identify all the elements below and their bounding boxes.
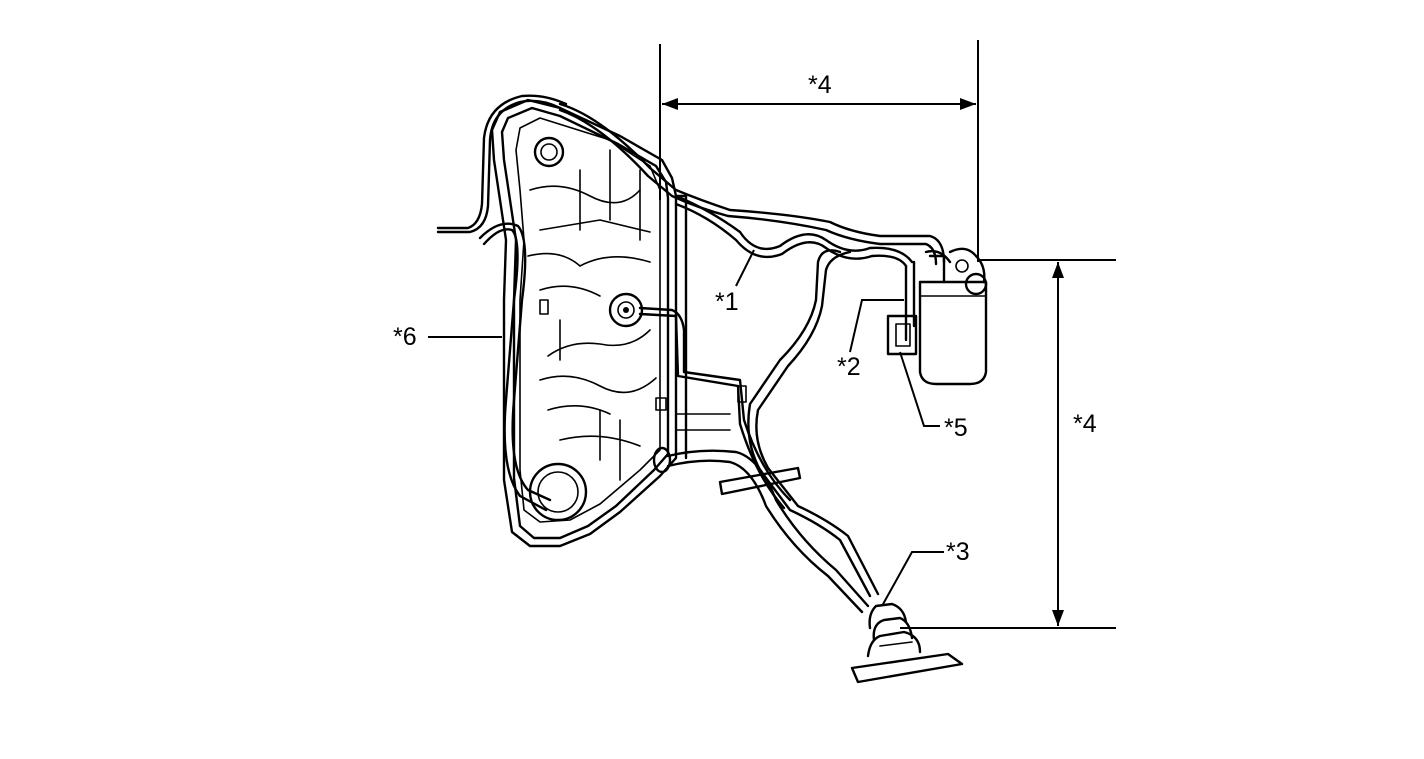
fuel-tank (490, 98, 731, 548)
left-pipes (436, 94, 568, 512)
callout-4-vertical: *4 (1073, 410, 1097, 438)
callout-3: *3 (946, 538, 970, 566)
callout-5: *5 (944, 414, 968, 442)
callout-1: *1 (715, 288, 739, 316)
fuel-pipe-bundle (558, 102, 952, 614)
dimension-vertical (900, 259, 1116, 629)
charcoal-canister (886, 247, 988, 386)
callout-6: *6 (393, 323, 417, 351)
callout-2: *2 (837, 353, 861, 381)
leader-lines (428, 249, 944, 607)
fuel-inlet (850, 602, 964, 684)
callout-4-horizontal: *4 (808, 71, 832, 99)
